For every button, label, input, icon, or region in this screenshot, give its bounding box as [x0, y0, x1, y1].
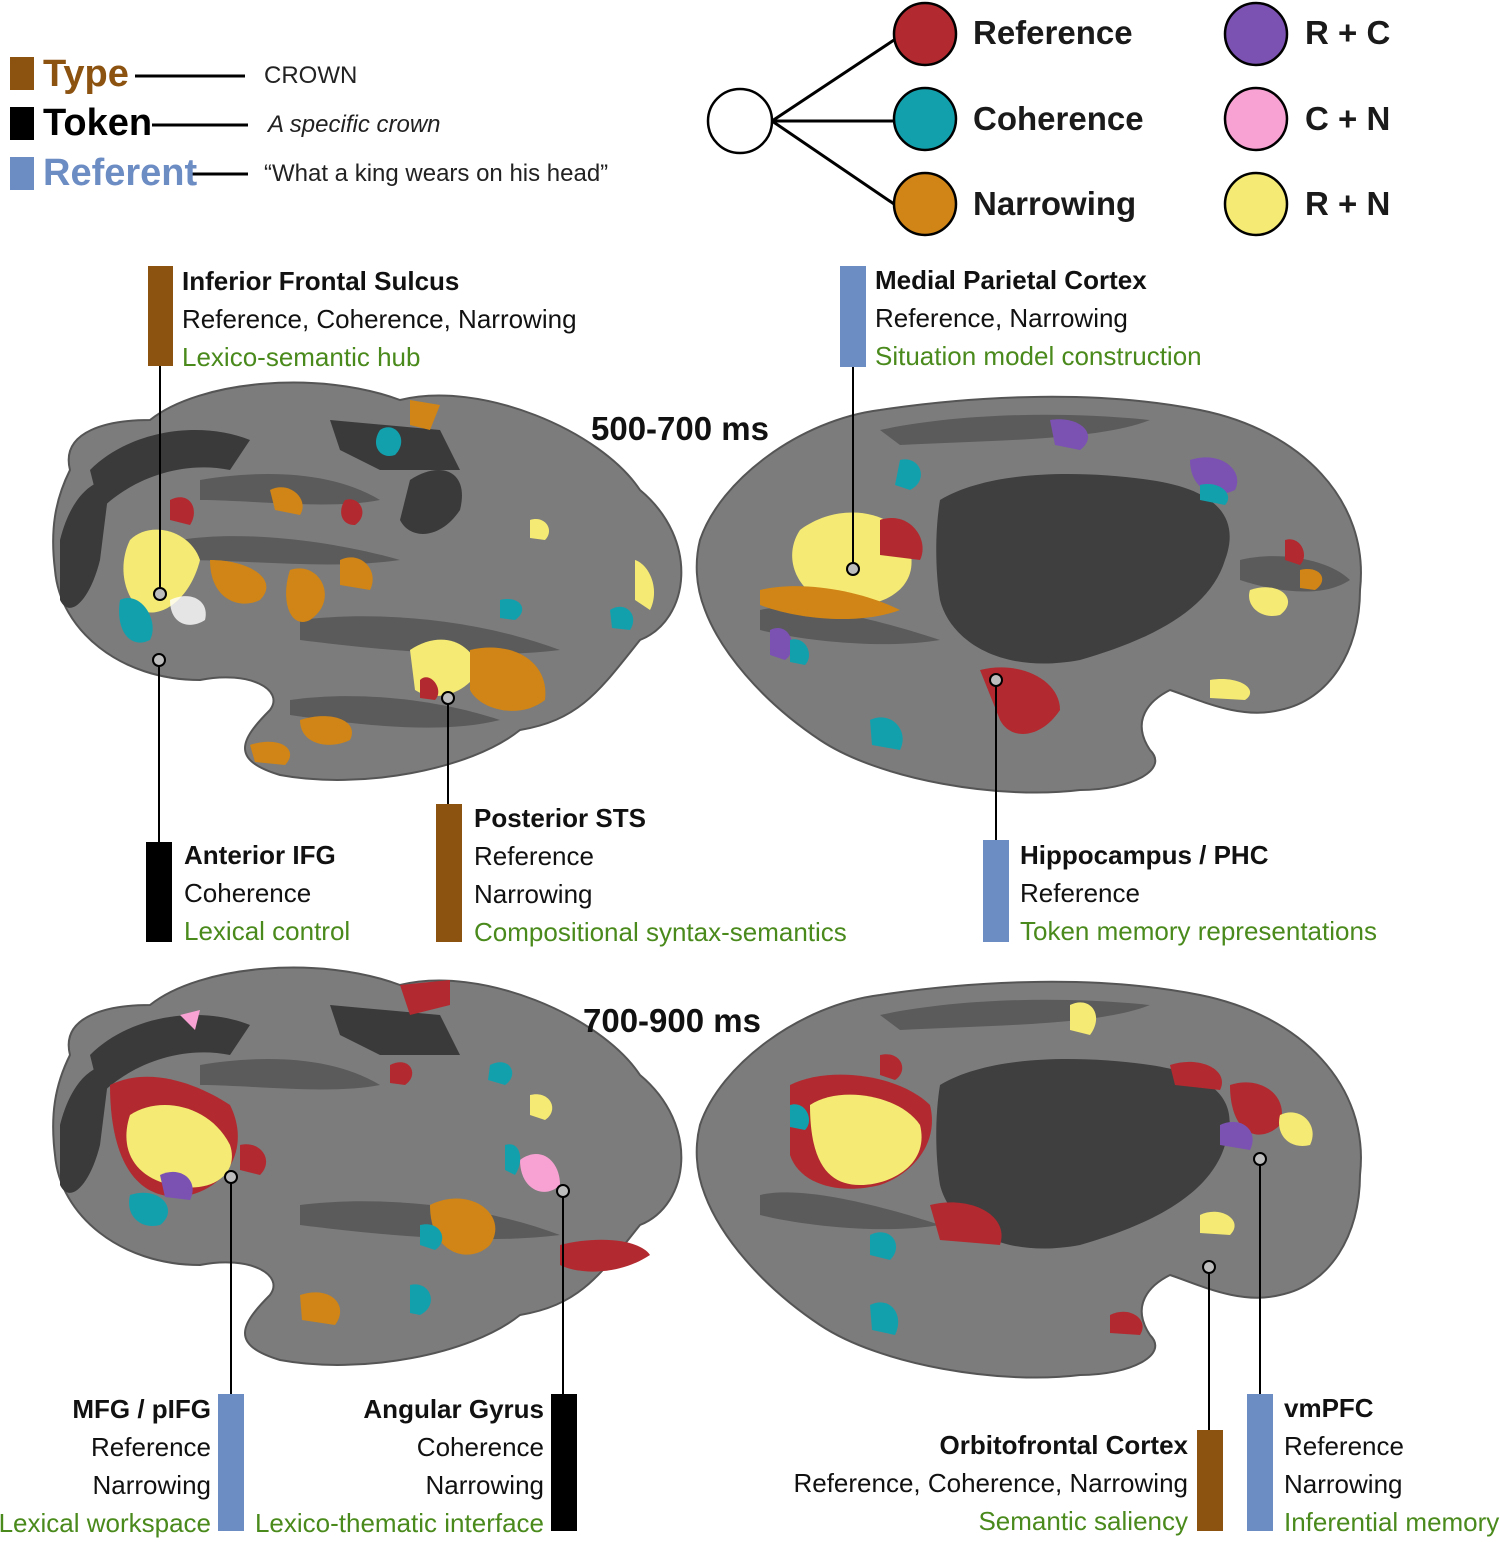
brain-medial-700-900: [695, 980, 1362, 1379]
r-n-label: R + N: [1305, 185, 1391, 222]
region-anterior-ifg: Anterior IFG Coherence Lexical control: [184, 836, 350, 950]
referent-swatch: [10, 157, 34, 190]
region-title: Orbitofrontal Cortex: [939, 1430, 1188, 1460]
region-function: Lexico-thematic interface: [254, 1508, 544, 1538]
region-effect-1: Reference: [91, 1432, 211, 1462]
region-effects: Reference, Coherence, Narrowing: [182, 304, 577, 334]
r-n-node: [1223, 171, 1289, 237]
c-n-label: C + N: [1305, 100, 1391, 137]
narrowing-label: Narrowing: [973, 185, 1137, 222]
c-n-node: [1223, 86, 1289, 152]
brain-lateral-700-900: [52, 966, 683, 1366]
region-function: Lexico-semantic hub: [182, 342, 421, 372]
region-angular-gyrus: Angular Gyrus Coherence Narrowing Lexico…: [255, 1390, 544, 1542]
region-function: Semantic saliency: [978, 1506, 1188, 1536]
region-title: Inferior Frontal Sulcus: [182, 266, 460, 296]
region-effects: Reference, Coherence, Narrowing: [793, 1468, 1188, 1498]
narrowing-node: [892, 171, 958, 237]
coherence-node: [892, 86, 958, 152]
region-hippocampus-phc: Hippocampus / PHC Reference Token memory…: [1020, 836, 1377, 950]
region-dots: [152, 562, 1267, 1274]
r-c-label: R + C: [1305, 14, 1391, 51]
region-posterior-sts: Posterior STS Reference Narrowing Compos…: [474, 799, 847, 951]
region-effects: Coherence: [184, 878, 312, 908]
region-bars: [146, 266, 1273, 1531]
reference-node: [892, 1, 958, 67]
region-title: MFG / pIFG: [72, 1394, 211, 1424]
region-function: Lexical control: [184, 916, 351, 946]
token-swatch: [10, 107, 34, 140]
time-window-700-900: 700-900 ms: [583, 1002, 761, 1039]
r-c-node: [1223, 1, 1289, 67]
region-effect-2: Narrowing: [1284, 1469, 1403, 1499]
region-title: Angular Gyrus: [363, 1394, 544, 1424]
brain-medial-500-700: [695, 395, 1362, 794]
region-effect-2: Narrowing: [92, 1470, 212, 1500]
coherence-label: Coherence: [973, 100, 1144, 137]
effect-tree: [771, 38, 895, 206]
region-effects: Reference, Narrowing: [875, 303, 1128, 333]
region-orbitofrontal-cortex: Orbitofrontal Cortex Reference, Coherenc…: [793, 1426, 1188, 1540]
region-title: Hippocampus / PHC: [1020, 840, 1269, 870]
region-mfg-pifg: MFG / pIFG Reference Narrowing Lexical w…: [0, 1390, 211, 1542]
brain-lateral-500-700: [52, 381, 683, 781]
region-function: Token memory representations: [1020, 916, 1377, 946]
region-medial-parietal-cortex: Medial Parietal Cortex Reference, Narrow…: [875, 261, 1202, 375]
region-inferior-frontal-sulcus: Inferior Frontal Sulcus Reference, Coher…: [182, 262, 577, 376]
region-function: Situation model construction: [875, 341, 1202, 371]
reference-label: Reference: [973, 14, 1133, 51]
region-title: vmPFC: [1284, 1393, 1374, 1423]
legend-token-example: A specific crown: [268, 111, 441, 138]
region-function: Compositional syntax-semantics: [474, 917, 847, 947]
region-function: Inferential memory: [1284, 1507, 1500, 1537]
region-effect-1: Reference: [1284, 1431, 1404, 1461]
region-title: Anterior IFG: [184, 840, 336, 870]
region-vmpfc: vmPFC Reference Narrowing Inferential me…: [1284, 1389, 1499, 1541]
region-title: Medial Parietal Cortex: [875, 265, 1147, 295]
legend-token-label: Token: [43, 102, 153, 144]
legend-referent-label: Referent: [43, 152, 198, 194]
region-effect-2: Narrowing: [425, 1470, 545, 1500]
time-window-500-700: 500-700 ms: [591, 410, 769, 447]
legend-type-label: Type: [43, 53, 129, 95]
region-effects: Reference: [1020, 878, 1140, 908]
legend-type-example: CROWN: [264, 62, 358, 89]
region-effect-1: Coherence: [416, 1432, 544, 1462]
connectors: [158, 366, 1261, 1430]
region-effect-1: Reference: [474, 841, 594, 871]
type-swatch: [10, 57, 34, 90]
region-effect-2: Narrowing: [474, 879, 593, 909]
legend-referent-example: “What a king wears on his head”: [264, 160, 609, 187]
region-title: Posterior STS: [474, 803, 646, 833]
root-node: [706, 87, 774, 155]
region-function: Lexical workspace: [0, 1508, 211, 1538]
